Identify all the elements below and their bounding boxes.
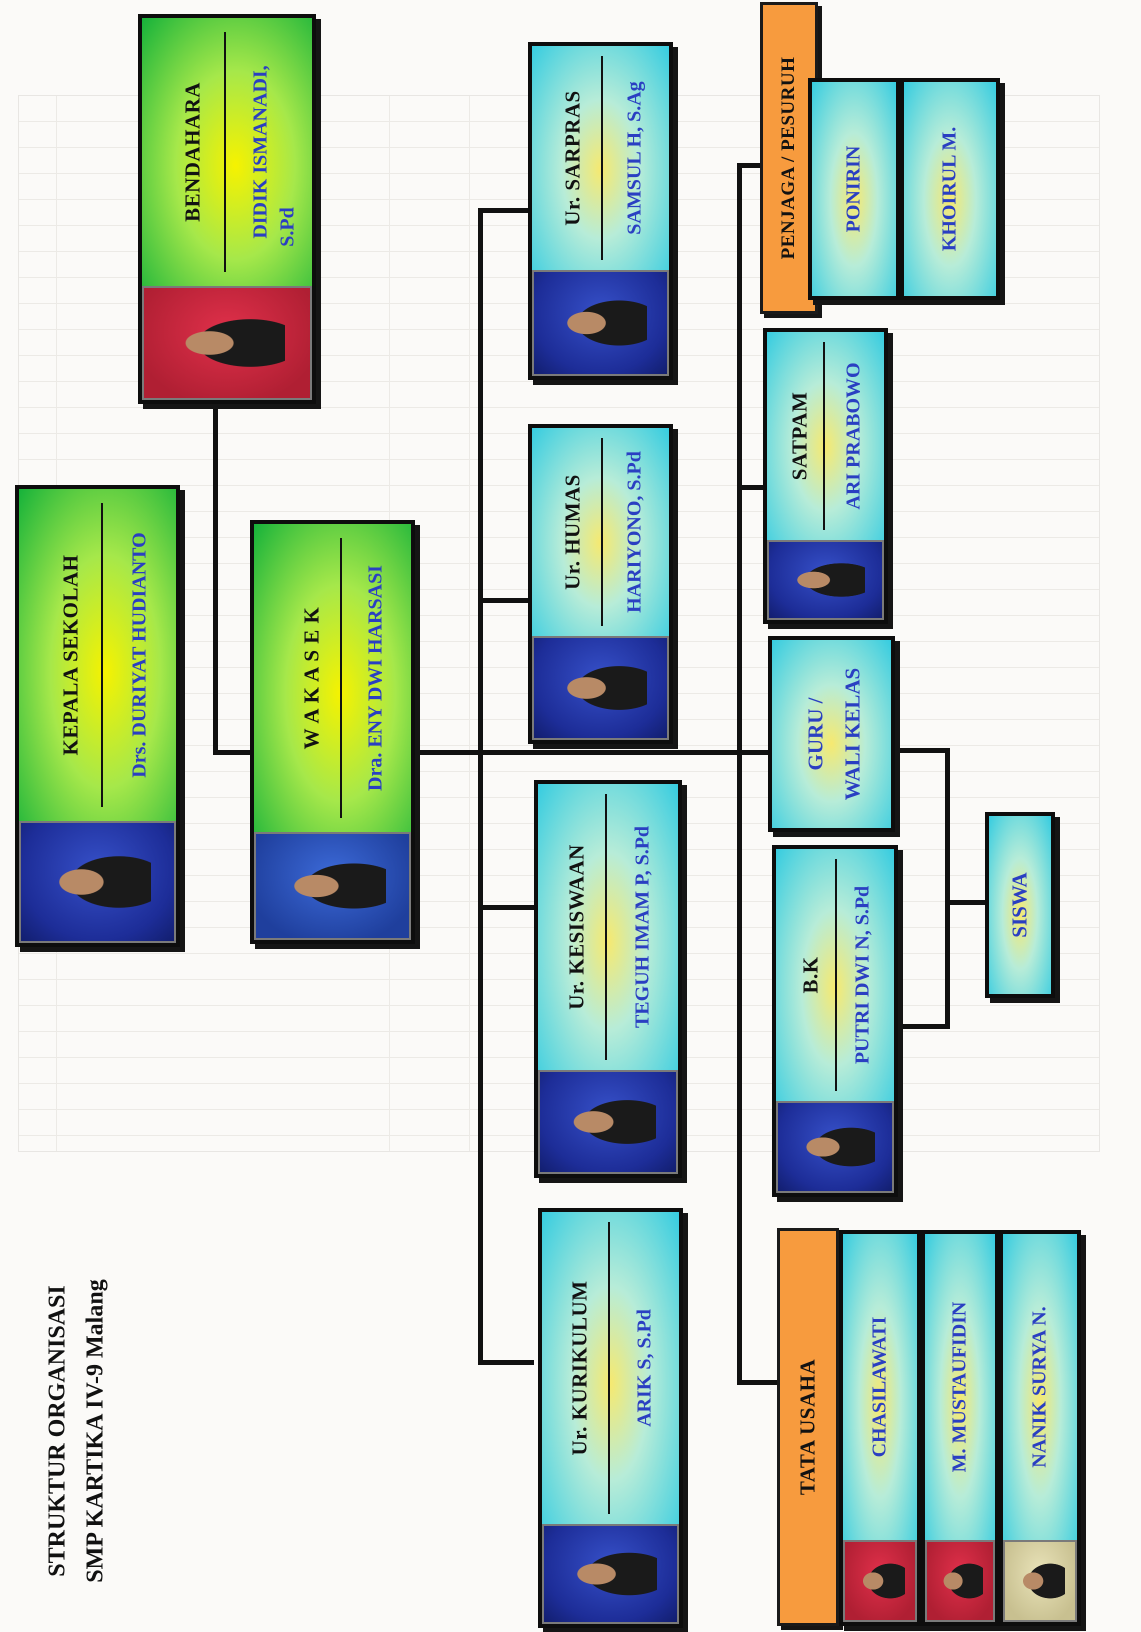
penjaga-member-2: KHOIRUL M. (900, 78, 1000, 300)
kurikulum-box: Ur. KURIKULUM ARIK S, S.Pd (538, 1208, 683, 1628)
connector (737, 485, 765, 490)
connector (945, 900, 987, 905)
box-role: Ur. KURIKULUM (567, 1280, 592, 1456)
photo (19, 821, 176, 943)
connector (213, 385, 218, 755)
connector (478, 1360, 534, 1365)
box-role: PENJAGA / PESURUH (778, 56, 799, 260)
siswa-label: SISWA (1007, 872, 1032, 938)
photo (254, 832, 411, 940)
box-name: Drs. DURIYAT HUDIANTO (128, 532, 151, 778)
photo (767, 540, 884, 620)
box-name: PUTRI DWI N, S.Pd (851, 885, 874, 1065)
satpam-box: SATPAM ARI PRABOWO (763, 328, 888, 624)
bendahara-box: BENDAHARA DIDIK ISMANADI, S.Pd (138, 14, 316, 404)
member-name: CHASILAWATI (868, 1316, 891, 1458)
connector (898, 1024, 950, 1029)
connector (737, 163, 742, 1385)
photo (776, 1101, 894, 1193)
connector (478, 905, 534, 910)
guru-line1: GURU / (803, 697, 828, 771)
photo (542, 1524, 679, 1624)
box-role: Ur. KESISWAAN (564, 844, 589, 1010)
connector (415, 750, 780, 755)
kesiswaan-box: Ur. KESISWAAN TEGUH IMAM P, S.Pd (534, 780, 682, 1178)
member-name: NANIK SURYA N. (1028, 1306, 1051, 1468)
siswa-box: SISWA (985, 812, 1055, 998)
bk-box: B.K PUTRI DWI N, S.Pd (772, 845, 898, 1197)
box-name: Dra. ENY DWI HARSASI (364, 565, 387, 791)
guru-line2: WALI KELAS (840, 667, 865, 801)
connector (478, 208, 483, 1363)
tata-usaha-member-3: NANIK SURYA N. (999, 1230, 1081, 1626)
connector (737, 163, 765, 168)
sarpras-box: Ur. SARPRAS SAMSUL H, S.Ag (528, 42, 673, 380)
box-name-line2: S.Pd (276, 207, 299, 247)
box-role: B.K (798, 956, 823, 994)
connector (895, 748, 945, 753)
box-name: ARI PRABOWO (842, 362, 865, 510)
box-role: TATA USAHA (795, 1358, 820, 1496)
photo (532, 270, 669, 376)
photo (532, 636, 669, 740)
title-line2: SMP KARTIKA IV-9 Malang (82, 1279, 109, 1583)
box-role: SATPAM (787, 391, 812, 481)
member-name: M. MUSTAUFIDIN (948, 1301, 971, 1473)
photo (538, 1070, 678, 1174)
box-name-line1: DIDIK ISMANADI, (249, 65, 272, 239)
connector (478, 208, 530, 213)
box-name: SAMSUL H, S.Ag (623, 81, 646, 235)
penjaga-member-1: PONIRIN (808, 78, 900, 300)
box-name: ARIK S, S.Pd (633, 1309, 656, 1427)
kepala-sekolah-box: KEPALA SEKOLAH Drs. DURIYAT HUDIANTO (15, 485, 180, 947)
member-name: PONIRIN (842, 145, 865, 233)
box-role: Ur. HUMAS (560, 474, 585, 590)
photo (142, 286, 312, 400)
connector (737, 1380, 779, 1385)
photo (843, 1540, 917, 1622)
box-name: TEGUH IMAM P, S.Pd (631, 825, 654, 1029)
guru-box: GURU / WALI KELAS (768, 636, 895, 832)
connector (945, 748, 950, 1028)
connector (478, 598, 530, 603)
tata-usaha-header: TATA USAHA (777, 1228, 839, 1626)
tata-usaha-member-2: M. MUSTAUFIDIN (921, 1230, 999, 1626)
connector (213, 750, 263, 755)
photo (925, 1540, 995, 1622)
tata-usaha-member-1: CHASILAWATI (839, 1230, 921, 1626)
photo (1003, 1540, 1077, 1622)
title-line1: STRUKTUR ORGANISASI (44, 1285, 71, 1577)
wakasek-box: W A K A S E K Dra. ENY DWI HARSASI (250, 520, 415, 944)
box-name: HARIYONO, S.Pd (623, 451, 646, 613)
box-role: Ur. SARPRAS (560, 90, 585, 226)
humas-box: Ur. HUMAS HARIYONO, S.Pd (528, 424, 673, 744)
box-role: BENDAHARA (180, 82, 205, 222)
box-role: W A K A S E K (299, 606, 324, 750)
box-role: KEPALA SEKOLAH (58, 554, 83, 756)
member-name: KHOIRUL M. (938, 126, 961, 252)
page-title: STRUKTUR ORGANISASI SMP KARTIKA IV-9 Mal… (28, 1236, 128, 1626)
